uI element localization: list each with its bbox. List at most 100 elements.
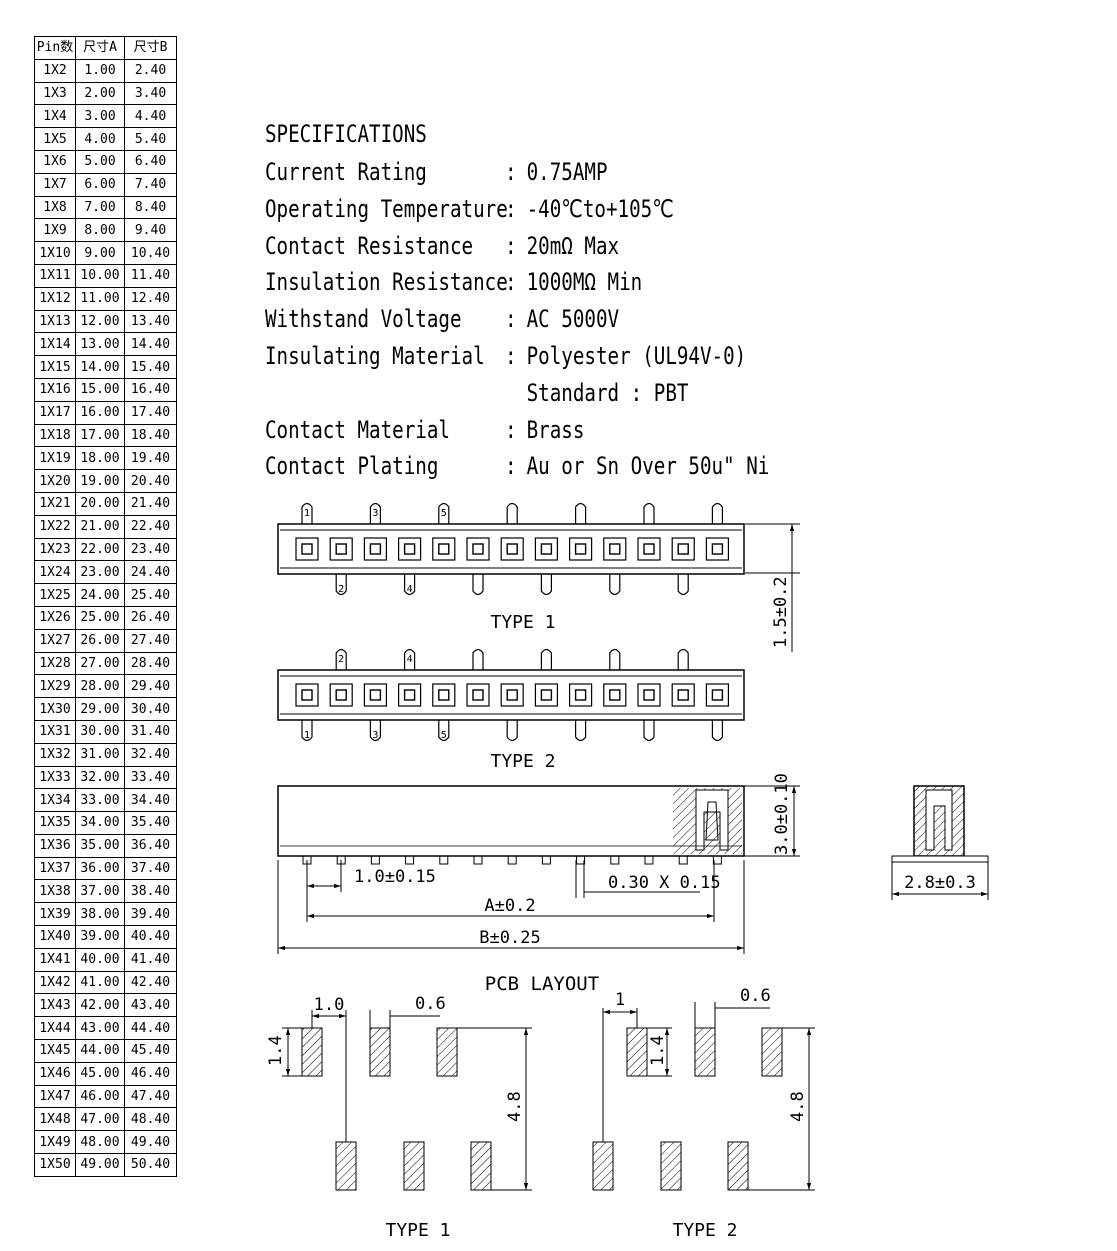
pin-number-label: 3 (372, 730, 378, 741)
dim-b-cell: 38.40 (124, 879, 177, 904)
pcb-pad (335, 1141, 357, 1191)
dim-a-cell: 6.00 (75, 172, 125, 197)
spec-label: Current Rating (265, 158, 427, 186)
dim-a-cell: 18.00 (75, 446, 125, 471)
contact-pin (609, 574, 621, 596)
dim-a-cell: 45.00 (75, 1061, 125, 1086)
type1-label: TYPE 1 (490, 612, 555, 633)
dim-b-cell: 27.40 (124, 628, 177, 653)
contact-pin (711, 502, 723, 524)
dim-b-cell: 50.40 (124, 1153, 177, 1177)
pin-count-cell: 1X35 (34, 811, 76, 835)
pin-count-cell: 1X38 (34, 879, 76, 904)
dim-b-cell: 32.40 (124, 742, 177, 767)
spec-colon: : (505, 268, 517, 297)
socket-hole (466, 537, 490, 561)
pin-count-cell: 1X31 (34, 719, 76, 744)
pin-count-cell: 1X32 (34, 742, 76, 767)
socket-hole (534, 537, 559, 561)
dim-b-cell: 45.40 (124, 1039, 177, 1063)
pin-count-cell: 1X29 (34, 674, 76, 699)
pcb2-pad-width-label: 0.6 (740, 986, 771, 1006)
pin-number-label: 4 (407, 584, 413, 595)
socket-hole (329, 683, 353, 707)
dim-a-cell: 29.00 (75, 697, 125, 721)
contact-pin (404, 648, 416, 670)
dim-b-cell: 6.40 (124, 149, 177, 174)
spec-colon: : (505, 452, 517, 481)
pin-count-cell: 1X22 (34, 514, 76, 539)
dim-a-cell: 49.00 (75, 1153, 125, 1177)
dim-b-cell: 37.40 (124, 856, 177, 881)
pcb-pad (301, 1027, 323, 1077)
spec-colon: : (505, 231, 517, 260)
pcb-pad (761, 1027, 783, 1077)
dim-b-cell: 34.40 (124, 788, 177, 813)
contact-pin (438, 720, 450, 742)
socket-hole (637, 683, 661, 707)
dim-a-cell: 37.00 (75, 879, 125, 904)
dim-b-cell: 20.40 (124, 469, 177, 493)
side-pin (439, 855, 449, 865)
height-dimension: 1.5±0.2 (745, 523, 800, 652)
dim-b-cell: 3.40 (124, 81, 177, 106)
contact-pin (335, 574, 347, 596)
pin-count-cell: 1X39 (34, 902, 76, 927)
pin-count-cell: 1X16 (34, 377, 76, 402)
dim-a-cell: 27.00 (75, 651, 125, 676)
dim-a-cell: 46.00 (75, 1084, 125, 1109)
pcb1-row-spacing-label: 4.8 (505, 1091, 525, 1122)
side-pin (541, 855, 551, 865)
pin-number-label: 1 (304, 730, 310, 741)
pcb-pad (470, 1141, 492, 1191)
side-height-label: 3.0±0.10 (772, 773, 792, 855)
dim-a-cell: 10.00 (75, 263, 125, 288)
side-pin (405, 855, 415, 865)
spec-colon: : (505, 305, 517, 334)
pcb-pad (436, 1027, 458, 1077)
pcb2-pitch-label: 1 (615, 990, 625, 1010)
contact-pin (711, 720, 723, 742)
pcb-pad (592, 1141, 614, 1191)
header-pin-count: Pin数 (34, 36, 76, 60)
spec-value: AC 5000V (526, 305, 620, 334)
dim-a-cell: 25.00 (75, 605, 125, 630)
spec-label: Contact Plating (265, 452, 439, 481)
dim-b-cell: 47.40 (124, 1084, 177, 1109)
pin-count-cell: 1X40 (34, 925, 76, 949)
pin-size-label: 0.30 X 0.15 (608, 873, 721, 893)
spec-value: 1000MΩ Min (526, 268, 643, 297)
socket-hole (534, 683, 559, 707)
side-view (277, 785, 745, 865)
dim-b-cell: 25.40 (124, 583, 177, 607)
side-pin (712, 855, 722, 865)
dim-b-cell: 39.40 (124, 902, 177, 927)
socket-hole (705, 537, 730, 561)
dim-b-cell: 43.40 (124, 993, 177, 1018)
side-pin (507, 855, 517, 865)
dim-b-cell: 35.40 (124, 811, 177, 835)
pin-count-cell: 1X37 (34, 856, 76, 881)
pin-count-cell: 1X50 (34, 1153, 76, 1177)
spec-value: 0.75AMP (526, 158, 608, 186)
pcb-pad (660, 1141, 682, 1191)
